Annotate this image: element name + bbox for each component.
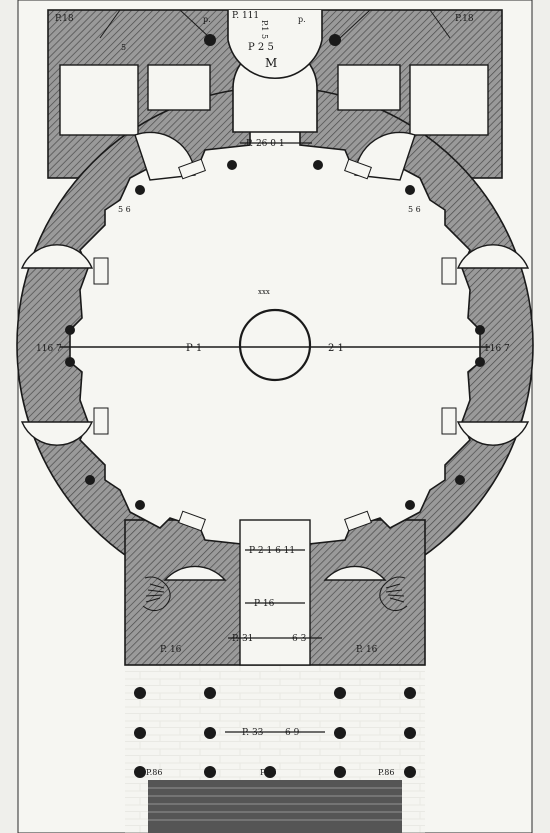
column xyxy=(405,185,415,195)
column xyxy=(65,325,75,335)
column xyxy=(204,34,216,46)
niche-right-lower xyxy=(456,421,530,446)
label-passage-width: P 16 xyxy=(254,599,275,609)
column xyxy=(134,687,146,699)
dimension-lines xyxy=(225,142,325,733)
void-upper-left xyxy=(147,64,211,111)
aedicule xyxy=(178,158,206,180)
column xyxy=(134,766,146,778)
label-col-left: P.86 xyxy=(146,768,162,777)
column xyxy=(85,475,95,485)
label-pier-left: P. 16 xyxy=(160,645,182,655)
label-top-rot-right: p. xyxy=(298,15,306,24)
label-top-right-corner: P.18 xyxy=(455,14,474,24)
label-col-mid: P.96 xyxy=(260,768,276,777)
label-center-mark: xxx xyxy=(258,288,270,296)
aedicule xyxy=(178,510,206,532)
label-small-s: 5 xyxy=(121,43,126,52)
column xyxy=(455,475,465,485)
label-top-left-corner: P.18 xyxy=(55,14,74,24)
label-niche-width: P 2 5 xyxy=(248,42,274,53)
niche-lower-left xyxy=(163,565,227,581)
aedicule xyxy=(441,257,457,285)
label-top-rot-left: p. xyxy=(203,15,211,24)
column xyxy=(313,160,323,170)
label-top-rot-mid: P.1 5 xyxy=(260,20,269,39)
label-pier-right: P. 16 xyxy=(356,645,378,655)
oculus-circle xyxy=(238,308,312,382)
column xyxy=(135,185,145,195)
column xyxy=(404,687,416,699)
column xyxy=(404,727,416,739)
label-right-radius: 116 7 xyxy=(484,344,510,354)
aedicule xyxy=(441,407,457,435)
column xyxy=(475,357,485,367)
column xyxy=(334,687,346,699)
aedicule xyxy=(344,510,372,532)
ray-3 xyxy=(339,9,371,39)
label-top-center-dim: P. 111 xyxy=(232,11,259,21)
label-portico-span: P. 33 xyxy=(242,728,264,738)
column xyxy=(264,766,276,778)
column xyxy=(134,727,146,739)
stair-left xyxy=(142,576,171,612)
label-portico-value: 6 9 xyxy=(285,728,300,738)
aedicule-niches xyxy=(93,158,457,532)
niche-left-lower xyxy=(20,421,94,446)
front-steps xyxy=(148,780,402,833)
plan-labels: P.18 P.18 P. 111 p. P.1 5 p. P 2 5 M P. … xyxy=(36,11,510,777)
ray-2 xyxy=(179,9,211,39)
niche-lower-right xyxy=(323,565,387,581)
label-lower-span: P 2 1 6 11 xyxy=(249,546,295,556)
ray-4 xyxy=(429,9,451,39)
aedicule xyxy=(93,407,109,435)
stair-right xyxy=(379,576,408,612)
stair-left-steps xyxy=(145,583,165,603)
top-dimension-rays xyxy=(99,9,451,39)
entrance-passage xyxy=(239,519,311,666)
void-top-left xyxy=(59,64,139,136)
column xyxy=(204,687,216,699)
column xyxy=(227,160,237,170)
column xyxy=(204,727,216,739)
aedicule xyxy=(93,257,109,285)
label-marker-m: M xyxy=(265,56,277,70)
niche-right-upper xyxy=(456,244,530,269)
label-col-right: P.86 xyxy=(378,768,394,777)
interior-columns xyxy=(65,160,485,510)
column xyxy=(334,766,346,778)
column xyxy=(204,766,216,778)
top-voids xyxy=(59,64,489,136)
portico-columns xyxy=(134,34,416,778)
label-left-radius: 116 7 xyxy=(36,344,62,354)
column xyxy=(405,500,415,510)
stairs xyxy=(142,576,408,612)
label-diameter-left: P 1 xyxy=(186,343,202,354)
label-chapel-dim-right: 5 6 xyxy=(408,205,421,214)
cella-interior xyxy=(69,127,481,561)
label-portico-inner-value: 6 3 xyxy=(292,634,307,644)
column xyxy=(65,357,75,367)
column xyxy=(135,500,145,510)
column xyxy=(329,34,341,46)
niche-left-upper xyxy=(20,244,94,269)
label-upper-span: P. 26 0 1 xyxy=(246,139,285,149)
label-diameter-right: 2 1 xyxy=(328,343,344,354)
top-exedra xyxy=(227,10,323,79)
step-lines xyxy=(148,787,402,821)
stair-right-steps xyxy=(385,583,405,603)
column xyxy=(404,766,416,778)
label-chapel-dim-left: 5 6 xyxy=(118,205,131,214)
ray-1 xyxy=(99,9,121,39)
void-upper-right xyxy=(337,64,401,111)
label-portico-inner-span: P. 31 xyxy=(232,634,253,644)
column xyxy=(475,325,485,335)
void-top-right xyxy=(409,64,489,136)
column xyxy=(334,727,346,739)
aedicule xyxy=(344,158,372,180)
